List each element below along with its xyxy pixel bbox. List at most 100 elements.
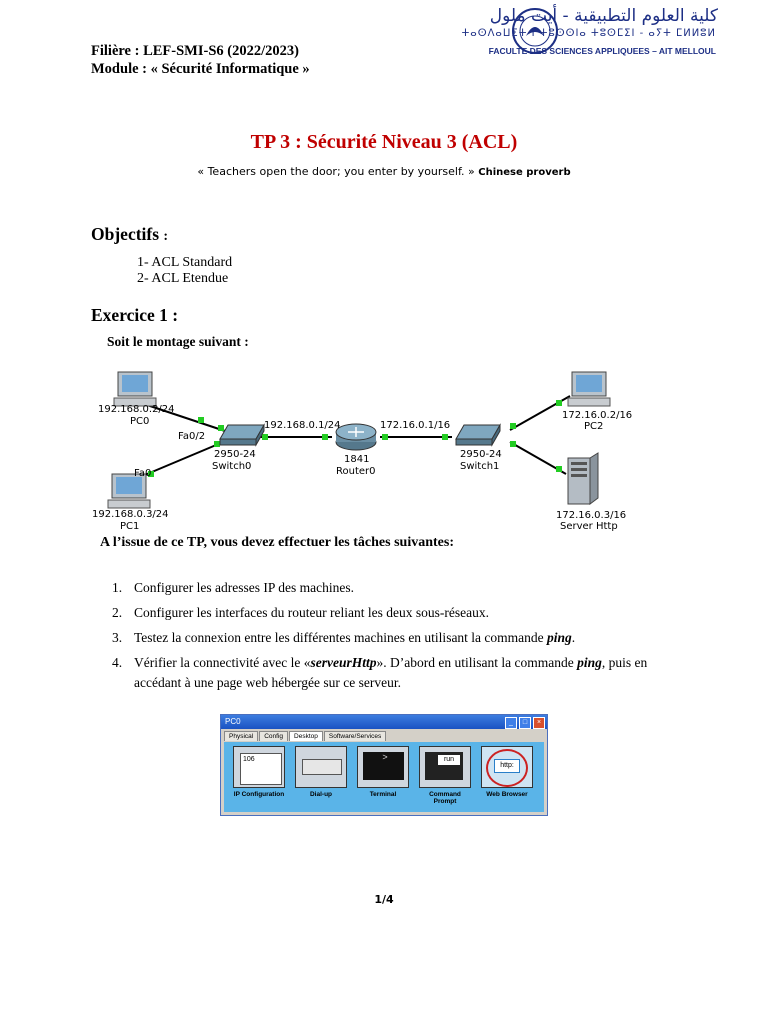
tab-physical[interactable]: Physical	[224, 731, 259, 741]
link-dot	[214, 441, 220, 447]
close-icon[interactable]: ×	[533, 717, 545, 729]
faculty-emblem-icon	[512, 8, 558, 54]
desktop-panel: 106 IP Configuration Dial-up > Terminal …	[224, 742, 544, 812]
pc0-computer-icon[interactable]	[113, 371, 157, 407]
link-dot	[556, 466, 562, 472]
maximize-icon[interactable]: □	[519, 717, 531, 729]
page-number: 1/4	[374, 893, 394, 906]
link-dot	[262, 434, 268, 440]
link-dot	[556, 400, 562, 406]
task-server-name: serveurHttp	[310, 655, 377, 670]
pc1-computer-icon[interactable]	[107, 473, 151, 509]
link-dot	[322, 434, 328, 440]
pc0-ip-label: 192.168.0.2/24	[98, 404, 175, 415]
tool-terminal[interactable]: > Terminal	[356, 746, 410, 798]
window-controls: _ □ ×	[505, 717, 545, 729]
objective-item: 1- ACL Standard	[137, 255, 233, 270]
tool-label: IP Configuration	[233, 791, 285, 798]
task-text: .	[571, 630, 576, 645]
link-dot	[510, 441, 516, 447]
tool-label: Terminal	[369, 791, 397, 798]
task-text: Configurer les adresses IP des machines.	[134, 580, 354, 595]
link-dot	[510, 423, 516, 429]
server-name-label: Server Http	[560, 521, 618, 532]
tab-config[interactable]: Config	[259, 731, 289, 741]
task-text: Configurer les interfaces du routeur rel…	[134, 605, 490, 620]
window-tabs: Physical Config Desktop Software/Service…	[221, 729, 547, 741]
task-item: 4. Vérifier la connectivité avec le «ser…	[100, 653, 660, 693]
task-number: 2.	[112, 605, 123, 620]
command-prompt-icon: run	[419, 746, 471, 788]
task-number: 3.	[112, 630, 123, 645]
task-number: 4.	[112, 655, 123, 670]
task-command: ping	[577, 655, 602, 670]
tool-dial-up[interactable]: Dial-up	[294, 746, 348, 798]
task-text: ». D’abord en utilisant la commande	[376, 655, 578, 670]
task-text: , puis en accédant à une page web héberg…	[134, 655, 648, 690]
router0-model-label: 1841	[344, 454, 369, 465]
task-text: Vérifier la connectivité avec le «	[134, 655, 311, 670]
router-right-ip-label: 172.16.0.1/16	[380, 420, 450, 431]
objectives-heading-text: Objectifs	[91, 224, 160, 244]
server-ip-label: 172.16.0.3/16	[556, 510, 626, 521]
router0-name-label: Router0	[336, 466, 376, 477]
objective-item: 2- ACL Etendue	[137, 271, 229, 286]
link-dot	[218, 425, 224, 431]
switch1-icon[interactable]	[455, 423, 501, 447]
minimize-icon[interactable]: _	[505, 717, 517, 729]
window-title: PC0	[225, 717, 241, 726]
router0-icon[interactable]	[335, 423, 377, 451]
quote-text: « Teachers open the door; you enter by y…	[197, 165, 475, 178]
task-list: 1. Configurer les adresses IP des machin…	[100, 578, 660, 698]
quote: « Teachers open the door; you enter by y…	[0, 165, 768, 178]
network-diagram: 192.168.0.2/24 PC0 Fa0 192.168.0.3/24 PC…	[92, 371, 632, 532]
task-text: Testez la connexion entre les différente…	[134, 630, 548, 645]
switch0-port-label: Fa0/2	[178, 431, 205, 442]
switch0-icon[interactable]	[219, 423, 265, 447]
dialup-icon	[295, 746, 347, 788]
link-pc0-switch0	[137, 401, 229, 433]
pc2-name-label: PC2	[584, 421, 603, 432]
command-prompt-glyph: run	[438, 755, 460, 765]
task-item: 1. Configurer les adresses IP des machin…	[100, 578, 660, 598]
tool-web-browser[interactable]: http: Web Browser	[480, 746, 534, 798]
link-dot	[442, 434, 448, 440]
objectives-colon: :	[163, 229, 169, 244]
link-dot	[148, 471, 154, 477]
pc2-ip-label: 172.16.0.2/16	[562, 410, 632, 421]
terminal-icon: >	[357, 746, 409, 788]
task-item: 2. Configurer les interfaces du routeur …	[100, 603, 660, 623]
switch0-model-label: 2950-24	[214, 449, 256, 460]
tool-label: Command Prompt	[429, 791, 461, 805]
tab-desktop[interactable]: Desktop	[289, 731, 323, 741]
pc1-ip-label: 192.168.0.3/24	[92, 509, 169, 520]
ip-config-glyph: 106	[240, 753, 282, 785]
link-dot	[382, 434, 388, 440]
web-browser-glyph: http:	[494, 759, 520, 773]
tool-command-prompt[interactable]: run Command Prompt	[418, 746, 472, 805]
logo-arabic: كلية العلوم التطبيقية - أيت ملول	[489, 6, 718, 26]
router-left-ip-label: 192.168.0.1/24	[264, 420, 341, 431]
task-number: 1.	[112, 580, 123, 595]
module-line: Module : « Sécurité Informatique »	[91, 61, 310, 77]
switch1-name-label: Switch1	[460, 461, 499, 472]
filiere-line: Filière : LEF-SMI-S6 (2022/2023)	[91, 43, 299, 59]
tool-ip-configuration[interactable]: 106 IP Configuration	[232, 746, 286, 798]
pc2-computer-icon[interactable]	[567, 371, 611, 407]
window-titlebar: PC0 _ □ ×	[221, 715, 547, 729]
task-command: ping	[547, 630, 572, 645]
tab-software-services[interactable]: Software/Services	[323, 731, 387, 741]
terminal-glyph: >	[363, 752, 404, 780]
server-http-icon[interactable]	[567, 452, 599, 505]
logo-tifinagh: ⵜⴰⵙⴷⴰⵡⵉⵜ ⵏ ⵜⵓⵙⵙⵏⴰ ⵜⵓⵙⵎⵉⵏ - ⴰⵢⵜ ⵎⵍⵍⵓⵍ	[461, 28, 716, 39]
link-status-dots	[148, 400, 562, 477]
link-pc1-switch0	[139, 439, 229, 478]
objectives-heading: Objectifs :	[91, 224, 168, 245]
tasks-heading: A l’issue de ce TP, vous devez effectuer…	[100, 535, 454, 550]
exercise-heading: Exercice 1 :	[91, 305, 179, 325]
page-title: TP 3 : Sécurité Niveau 3 (ACL)	[250, 131, 518, 153]
link-dot	[198, 417, 204, 423]
quote-source: Chinese proverb	[478, 167, 571, 178]
logo-french: FACULTE DES SCIENCES APPLIQUEES – AIT ME…	[488, 46, 716, 56]
switch0-name-label: Switch0	[212, 461, 251, 472]
